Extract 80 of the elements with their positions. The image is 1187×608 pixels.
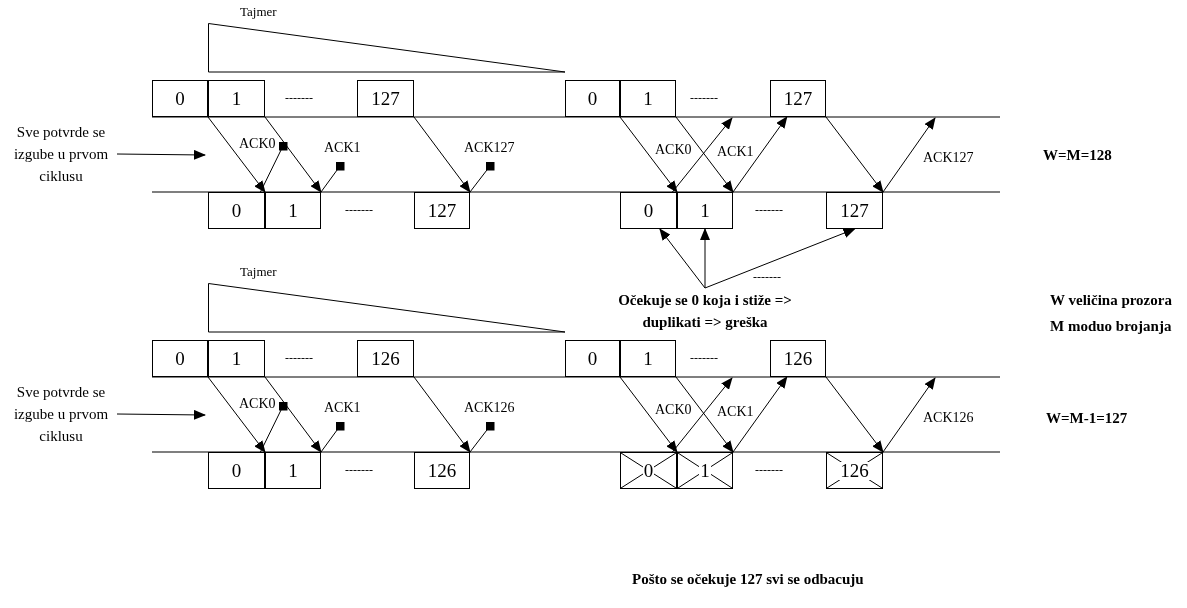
frame-box: 126 xyxy=(357,340,414,377)
arrow xyxy=(825,376,884,453)
frame-box: 1 xyxy=(208,80,265,117)
ellipsis-dashes: ------- xyxy=(690,92,718,104)
ellipsis-dashes: ------- xyxy=(753,271,781,283)
edge-label: ACK127 xyxy=(463,140,516,155)
arrow xyxy=(264,116,322,193)
edge-label: ACK126 xyxy=(922,410,975,425)
edge-label: ACK1 xyxy=(323,400,362,415)
ellipsis-dashes: ------- xyxy=(755,464,783,476)
crossed-out-frame-box: 126 xyxy=(826,452,883,489)
ellipsis-dashes: ------- xyxy=(285,352,313,364)
edge-label: ACK0 xyxy=(654,142,693,157)
frame-box: 0 xyxy=(152,340,208,377)
edge-label: ACK1 xyxy=(716,144,755,159)
frame-box: 0 xyxy=(565,340,620,377)
frame-box: 127 xyxy=(414,192,470,229)
ellipsis-dashes: ------- xyxy=(285,92,313,104)
note-text: W=M-1=127 xyxy=(1046,411,1128,426)
arrow xyxy=(732,376,788,453)
arrow xyxy=(264,376,322,453)
leader-arrow xyxy=(116,149,206,160)
note-text: W veličina prozora xyxy=(1050,293,1172,308)
annotation-text: Sve potvrde se izgube u prvom ciklusu xyxy=(5,378,117,450)
arrow xyxy=(882,377,936,453)
arrow xyxy=(619,116,678,193)
frame-box: 1 xyxy=(265,192,321,229)
frame-box: 127 xyxy=(357,80,414,117)
frame-box: 1 xyxy=(620,340,676,377)
arrow xyxy=(882,117,936,193)
annotation-text: Očekuje se 0 koja i stiže => duplikati => greška xyxy=(590,288,820,334)
ellipsis-dashes: ------- xyxy=(690,352,718,364)
arrow xyxy=(704,228,856,289)
frame-box: 1 xyxy=(208,340,265,377)
edge-label: ACK126 xyxy=(463,400,516,415)
ellipsis-dashes: ------- xyxy=(345,464,373,476)
square-end-line xyxy=(320,161,345,193)
square-end-line xyxy=(469,421,495,453)
arrow xyxy=(413,376,471,453)
arrow xyxy=(825,116,884,193)
note-text: M moduo brojanja xyxy=(1050,319,1172,334)
timer-label: Tajmer xyxy=(240,5,277,19)
arrow xyxy=(700,228,710,289)
frame-box: 127 xyxy=(770,80,826,117)
crossed-out-frame-box: 1 xyxy=(677,452,733,489)
frame-box: 1 xyxy=(620,80,676,117)
frame-box: 1 xyxy=(265,452,321,489)
arrow xyxy=(732,116,788,193)
frame-box: 126 xyxy=(414,452,470,489)
frame-box: 0 xyxy=(620,192,677,229)
edge-label: ACK127 xyxy=(922,150,975,165)
square-end-line xyxy=(259,401,288,453)
frame-box: 126 xyxy=(770,340,826,377)
ellipsis-dashes: ------- xyxy=(755,204,783,216)
note-text: Pošto se očekuje 127 svi se odbacuju xyxy=(632,572,864,587)
crossed-out-frame-box: 0 xyxy=(620,452,677,489)
note-text: W=M=128 xyxy=(1043,148,1112,163)
square-end-line xyxy=(259,141,288,193)
timer-label: Tajmer xyxy=(240,265,277,279)
square-end-line xyxy=(320,421,345,453)
leader-arrow xyxy=(116,409,206,420)
arrow xyxy=(619,376,678,453)
frame-box: 0 xyxy=(152,80,208,117)
frame-box: 0 xyxy=(208,452,265,489)
frame-box: 0 xyxy=(208,192,265,229)
arrow xyxy=(659,228,706,289)
square-end-line xyxy=(469,161,495,193)
edge-label: ACK0 xyxy=(654,402,693,417)
edge-label: ACK0 xyxy=(238,396,277,411)
edge-label: ACK1 xyxy=(323,140,362,155)
frame-box: 127 xyxy=(826,192,883,229)
frame-box: 1 xyxy=(677,192,733,229)
annotation-text: Sve potvrde se izgube u prvom ciklusu xyxy=(5,118,117,190)
ellipsis-dashes: ------- xyxy=(345,204,373,216)
arrow xyxy=(413,116,471,193)
arrow xyxy=(207,116,266,193)
edge-label: ACK1 xyxy=(716,404,755,419)
frame-box: 0 xyxy=(565,80,620,117)
arrow xyxy=(207,376,266,453)
edge-label: ACK0 xyxy=(238,136,277,151)
